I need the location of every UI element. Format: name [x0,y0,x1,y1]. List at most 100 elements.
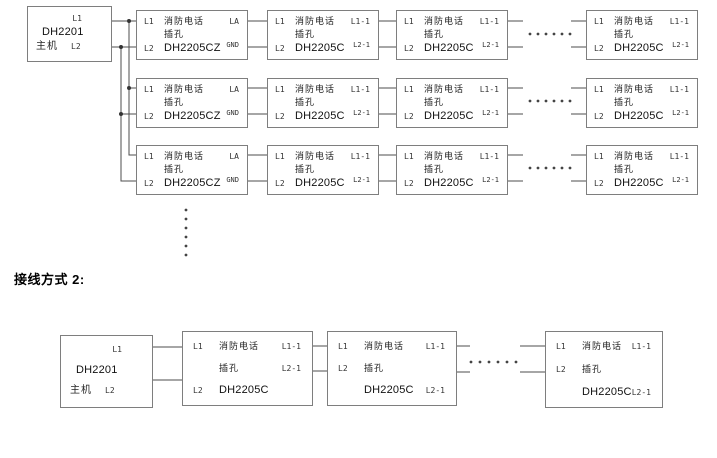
terminal-label: L1-1 [425,342,445,351]
device-label: 插孔 [614,164,635,174]
terminal-label: L2 [404,179,414,188]
terminal-label: L1 [594,85,604,94]
terminal-label: L1-1 [669,17,689,26]
terminal-label: L2 [144,44,154,53]
terminal-label: L2 [71,42,81,51]
terminal-label: L2 [193,386,203,395]
terminal-label: L1 [193,342,203,351]
model-label: DH2205C [424,110,474,122]
terminal-label: L2-1 [482,176,499,184]
model-label: DH2205C [364,384,414,396]
terminal-label: L2-1 [353,41,370,49]
terminal-label: L1-1 [631,342,651,351]
model-label: DH2205C [424,42,474,54]
terminal-label: L2-1 [482,109,499,117]
device-label: 消防电话 [614,16,655,26]
terminal-label: L2-1 [281,363,301,373]
section-label: 接线方式 2: [14,272,85,287]
terminal-label: L2 [594,112,604,121]
device-label: 插孔 [295,164,316,174]
device-label: 插孔 [424,97,445,107]
terminal-label: L1 [404,17,414,26]
device-label: 消防电话 [295,84,336,94]
device-label: 插孔 [582,363,603,374]
terminal-label: L2 [144,179,154,188]
device-label: 主机 [70,385,92,396]
device-label: 消防电话 [424,84,465,94]
device-label: 消防电话 [582,341,623,351]
model-label: DH2205C [295,177,345,189]
device-label: 消防电话 [219,341,260,351]
terminal-label: LA [229,85,239,94]
device-label: 插孔 [164,97,185,107]
terminal-label: L2-1 [353,176,370,184]
terminal-label: L1 [275,17,285,26]
device-label: 主机 [36,41,58,52]
terminal-label: L1 [556,342,566,351]
model-label: DH2205C [614,177,664,189]
terminal-label: L2 [338,363,348,373]
device-label: 插孔 [295,97,316,107]
terminal-label: L2-1 [425,386,445,395]
terminal-label: L1 [144,85,154,94]
device-label: 消防电话 [164,151,205,161]
terminal-label: L1 [144,152,154,161]
terminal-label: L2 [594,44,604,53]
terminal-label: L1-1 [350,17,370,26]
terminal-label: L2 [275,179,285,188]
terminal-label: L1-1 [479,17,499,26]
terminal-label: L1-1 [669,152,689,161]
device-label: 消防电话 [295,16,336,26]
device-label: 插孔 [164,29,185,39]
device-label: 消防电话 [295,151,336,161]
terminal-label: L1-1 [350,152,370,161]
terminal-label: L1 [275,85,285,94]
terminal-label: L1-1 [669,85,689,94]
device-label: 消防电话 [614,84,655,94]
terminal-label: L1 [404,85,414,94]
model-label: DH2205C [295,110,345,122]
device-label: 插孔 [614,29,635,39]
terminal-label: LA [229,17,239,26]
model-label: DH2205C [219,384,269,396]
terminal-label: L2 [404,112,414,121]
terminal-label: L2 [275,44,285,53]
terminal-label: L2-1 [482,41,499,49]
terminal-label: L1 [404,152,414,161]
terminal-label: L1 [594,17,604,26]
device-label: 插孔 [364,362,385,373]
terminal-label: L1-1 [350,85,370,94]
model-label: DH2205C [424,177,474,189]
terminal-label: L2 [144,112,154,121]
model-label: DH2201 [76,363,118,376]
terminal-label: GND [226,41,239,49]
device-label: 插孔 [614,97,635,107]
junction-dots [119,19,131,116]
terminal-label: L1-1 [479,152,499,161]
device-label: 插孔 [219,362,240,373]
model-label: DH2205C [614,42,664,54]
device-label: 插孔 [424,164,445,174]
wire-lines [112,20,586,381]
device-label: 消防电话 [364,341,405,351]
terminal-label: L2-1 [353,109,370,117]
model-label: DH2205CZ [164,110,221,122]
terminal-label: L2 [105,386,115,395]
device-label: 插孔 [424,29,445,39]
